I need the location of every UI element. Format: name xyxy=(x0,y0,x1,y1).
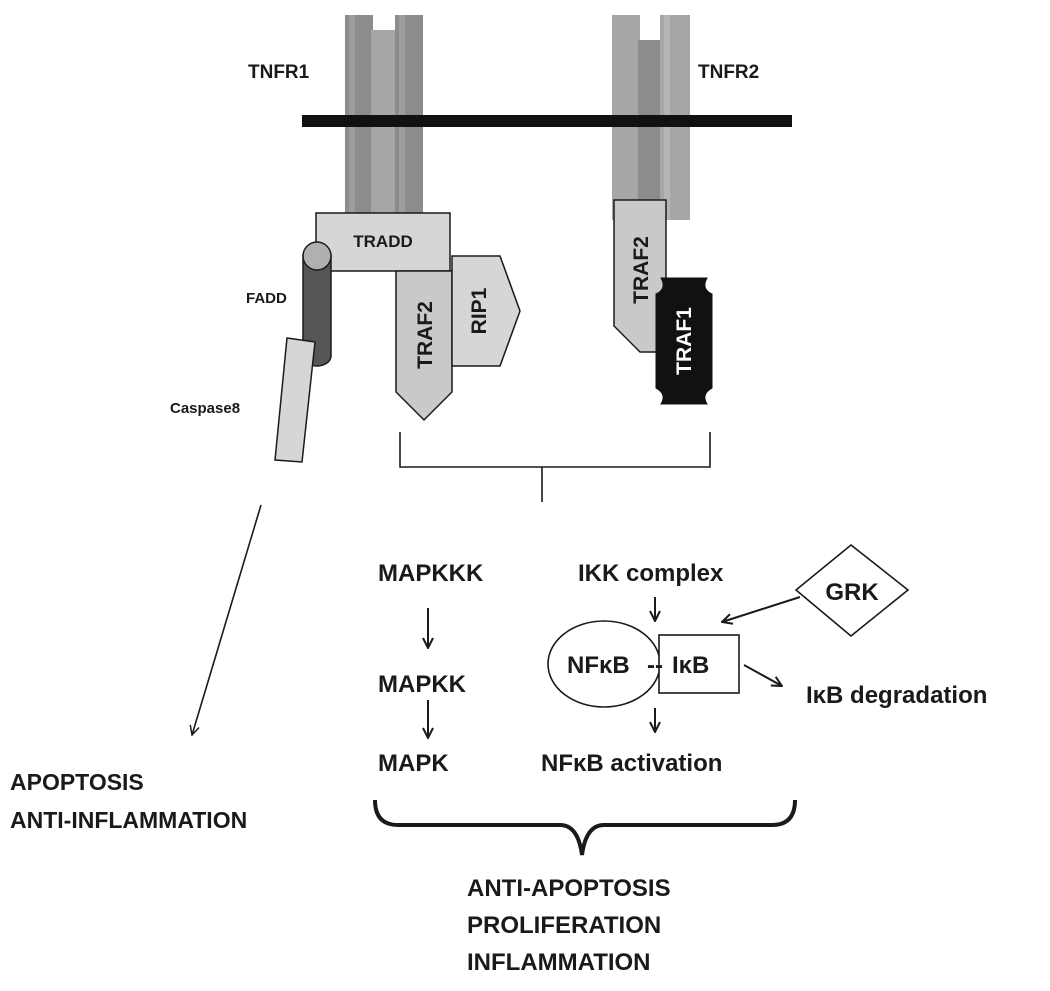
tnfr1-label: TNFR1 xyxy=(248,62,310,83)
left-outcome-line-1: APOPTOSIS xyxy=(10,769,144,795)
caspase8-label: Caspase8 xyxy=(170,400,240,417)
right-outcome-line-1: ANTI-APOPTOSIS xyxy=(467,875,671,902)
traf1-shape: TRAF1 xyxy=(655,277,713,405)
tradd-box: TRADD xyxy=(315,212,451,272)
mapkk-label: MAPKK xyxy=(378,671,467,698)
mapkkk-label: MAPKKK xyxy=(378,560,484,587)
traf1-label: TRAF1 xyxy=(673,307,696,375)
fadd-cylinder xyxy=(302,241,332,367)
right-outcome-line-3: INFLAMMATION xyxy=(467,949,651,976)
cell-membrane xyxy=(302,115,792,127)
tnfr2-label: TNFR2 xyxy=(698,62,759,83)
caspase8-box xyxy=(274,337,316,463)
ikk-complex-label: IKK complex xyxy=(578,560,724,587)
complex-dash: -- xyxy=(647,652,663,679)
traf-complex-bracket xyxy=(399,432,711,502)
apoptosis-arrow xyxy=(192,504,262,735)
rip1-label: RIP1 xyxy=(468,287,491,334)
ikb-box xyxy=(658,634,740,694)
grk-label: GRK xyxy=(825,579,879,606)
nfkb-label: NFκB xyxy=(567,652,630,679)
rip1-shape: RIP1 xyxy=(451,255,521,367)
traf2-right-shape: TRAF2 xyxy=(613,199,667,353)
right-outcome-line-2: PROLIFERATION xyxy=(467,912,661,939)
tradd-label: TRADD xyxy=(353,232,413,251)
outcome-brace xyxy=(373,799,797,856)
left-outcome-line-2: ANTI-INFLAMMATION xyxy=(10,807,247,833)
traf2-left-label: TRAF2 xyxy=(414,301,437,369)
grk-arrow xyxy=(722,596,801,622)
mapk-label: MAPK xyxy=(378,750,449,777)
nfkb-activation-label: NFκB activation xyxy=(541,750,722,777)
ikb-label: IκB xyxy=(672,652,709,679)
ikb-degradation-label: IκB degradation xyxy=(806,682,987,709)
fadd-label: FADD xyxy=(246,290,287,307)
grk-diamond: GRK xyxy=(794,543,910,638)
traf2-right-label: TRAF2 xyxy=(630,236,653,304)
ikb-degradation-arrow xyxy=(743,664,782,686)
traf2-left-shape: TRAF2 xyxy=(395,270,453,422)
